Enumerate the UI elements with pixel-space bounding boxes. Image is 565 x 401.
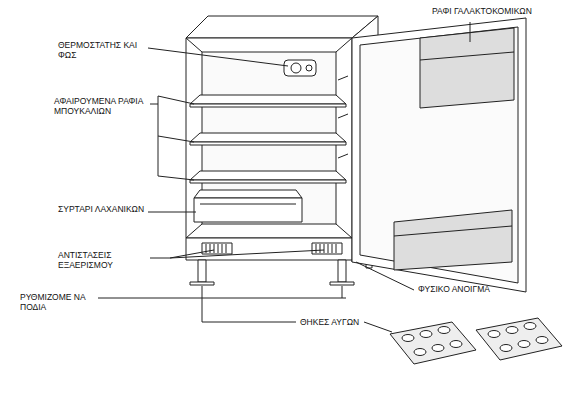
drawing-part [330,282,354,285]
drawing-part [170,250,324,258]
drawing-part [202,286,203,322]
drawing-part [218,244,219,253]
drawing-part [332,244,333,253]
drawing-part [284,60,316,76]
drawing-part [470,22,471,42]
drawing-part [200,204,296,205]
drawing-part [336,244,337,253]
drawing-part [190,142,346,145]
drawing-part [186,16,378,38]
drawing-part [336,224,352,238]
drawing-part [402,335,414,342]
drawing-part [186,238,352,260]
drawing-part [190,95,346,104]
drawing-part [158,136,194,142]
drawing-part [222,244,223,253]
drawing-part [194,198,302,222]
part-label: ΘΕΡΜΟΣΤΑΤΗΣ ΚΑΙ ΦΩΣ [58,40,148,60]
drawing-part [306,65,312,71]
drawing-part [316,244,317,253]
drawing-part [394,226,512,236]
drawing-part [291,63,301,73]
drawing-part [524,323,536,330]
drawing-part [364,322,392,332]
drawing-part [420,331,432,338]
drawing-part [338,114,348,118]
drawing-part [420,28,514,108]
drawing-part [488,331,500,338]
drawing-part [476,318,562,360]
drawing-part [226,244,227,253]
drawing-part [536,337,548,344]
drawing-part [202,322,296,323]
part-label: ΑΝΤΙΣΤΑΣΕΙΣ ΕΞΑΕΡΙΣΜΟΥ [58,250,148,270]
drawing-part [198,260,206,282]
drawing-part [194,190,302,198]
drawing-part [312,243,342,254]
part-label: ΦΥΣΙΚΟ ΑΝΟΙΓΜΑ [418,284,528,294]
leader-lines [98,22,470,332]
part-label: ΡΑΦΙ ΓΑΛΑΚΤΟΚΟΜΙΚΩΝ [432,6,560,16]
drawing-part [150,104,158,105]
drawing-part [202,243,232,254]
part-label: ΘΗΚΕΣ ΑΥΓΩΝ [300,317,364,327]
drawing-part [338,76,348,80]
drawing-part [390,322,476,364]
drawing-part [352,18,526,292]
drawing-part [210,244,211,253]
drawing-part [186,224,202,238]
drawing-part [190,104,346,107]
part-label: ΡΥΘΜΙΖΟΜΕ ΝΑ ΠΟΔΙΑ [20,292,96,312]
drawing-part [98,298,346,299]
drawing-part [360,27,518,283]
drawing-part [518,341,530,348]
drawing-part [214,244,215,253]
drawing-part [190,133,346,142]
drawing-part [324,244,325,253]
drawing-part [186,38,202,52]
drawing-part [438,327,450,334]
fridge-door [352,18,526,292]
drawing-part [158,96,194,104]
drawing-part [190,171,346,180]
drawing-part [338,154,348,158]
drawing-part [150,258,170,259]
drawing-part [148,48,288,66]
drawing-part [190,180,346,183]
drawing-part [190,282,214,285]
drawing-part [336,38,352,52]
drawing-part [338,260,346,282]
part-label: ΣΥΡΤΑΡΙ ΛΑΧΑΝΙΚΩΝ [58,204,146,214]
drawing-part [342,286,343,298]
drawing-part [432,345,444,352]
drawing-part [500,345,512,352]
drawing-part [148,212,196,213]
drawing-part [450,341,462,348]
part-label: ΑΦΑΙΡΟΥΜΕΝΑ ΡΑΦΙΑ ΜΠΟΥΚΑΛΙΩΝ [54,96,150,116]
drawing-part [328,244,329,253]
drawing-part [186,38,352,238]
drawing-part [158,176,194,180]
drawing-part [320,244,321,253]
egg-trays [390,318,562,364]
drawing-part [356,262,414,290]
drawing-part [414,349,426,356]
drawing-part [394,210,512,270]
drawing-part [506,327,518,334]
drawing-part [420,52,514,60]
